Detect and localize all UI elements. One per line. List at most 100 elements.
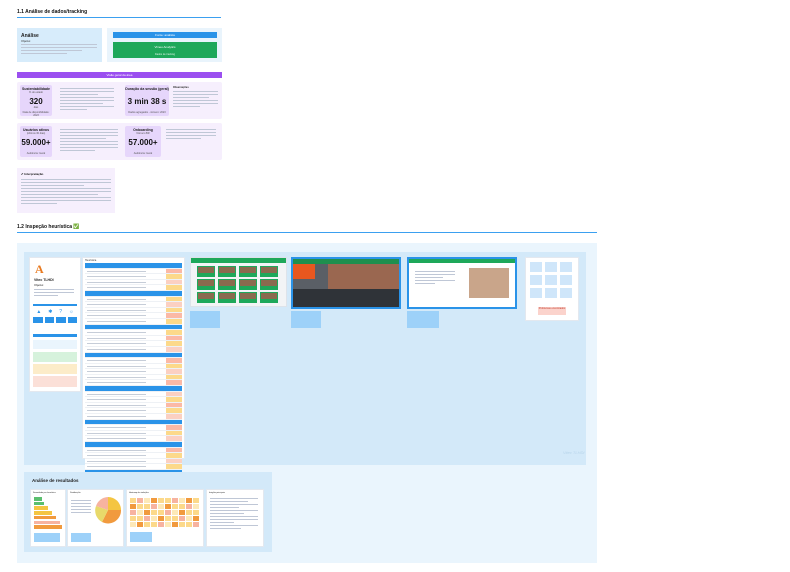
panel-title: Severidade por heurística xyxy=(33,492,56,494)
metric-title: Onboarding xyxy=(133,128,153,132)
heuristic-table: Heurística xyxy=(82,257,185,493)
section-title-heuristic: 1.2 Inspeção heurística ✅ xyxy=(17,224,80,230)
heatmap-grid xyxy=(130,498,200,528)
heatmap-cell xyxy=(186,522,192,527)
findings-note: Problemas encontrados xyxy=(538,307,566,315)
heatmap-cell xyxy=(165,516,171,521)
heatmap-cell xyxy=(165,498,171,503)
heatmap-cell xyxy=(130,522,136,527)
app-bar xyxy=(33,304,77,306)
heuristic-row xyxy=(85,363,182,370)
results-panel-severity: Severidade por heurística xyxy=(30,489,66,547)
product-tile xyxy=(218,266,236,277)
heatmap-cell xyxy=(144,498,150,503)
heuristic-row xyxy=(85,374,182,381)
panel-note xyxy=(71,533,91,542)
results-panel-insights: Insights principais xyxy=(206,489,264,547)
heuristic-row xyxy=(85,402,182,409)
interpretation-card: ✔ Interpretação xyxy=(17,168,115,213)
heatmap-cell xyxy=(137,516,143,521)
heatmap-cell xyxy=(158,516,164,521)
product-tile xyxy=(260,292,278,303)
heatmap-cell xyxy=(144,510,150,515)
app-note-yellow xyxy=(33,364,77,374)
app-note-blue xyxy=(33,340,77,349)
heatmap-cell xyxy=(193,504,199,509)
heuristic-row xyxy=(85,318,182,325)
board-watermark: Vitec TLHDI xyxy=(563,450,585,455)
thumb-header xyxy=(191,258,286,263)
product-tile xyxy=(260,266,278,277)
heuristic-rows xyxy=(85,263,182,493)
finding-tile xyxy=(545,262,557,272)
finding-tile xyxy=(530,262,542,272)
tree-icon: ▲ xyxy=(36,309,42,315)
heuristic-row xyxy=(85,279,182,286)
heatmap-cell xyxy=(172,510,178,515)
severity-bar xyxy=(34,520,60,524)
metric-desc-4 xyxy=(166,129,216,141)
heuristic-row xyxy=(85,274,182,280)
source-green-button[interactable]: Vimeo Analytics Dados de tracking xyxy=(113,42,217,58)
heatmap-cell xyxy=(179,510,185,515)
metric-value: 59.000+ xyxy=(21,138,51,147)
heuristic-row xyxy=(85,447,182,454)
heatmap-cell xyxy=(151,516,157,521)
heuristic-row xyxy=(85,341,182,347)
heuristic-row xyxy=(85,335,182,342)
severity-bar xyxy=(34,501,44,506)
product-tile xyxy=(197,292,215,303)
analysis-card: Análise Objetivo: xyxy=(17,28,102,62)
app-bar-2 xyxy=(33,334,77,337)
panel-title: Distribuição xyxy=(70,492,81,494)
heatmap-cell xyxy=(137,510,143,515)
source-blue-button[interactable]: Fonte: analista xyxy=(113,32,217,38)
heuristic-group-header xyxy=(85,290,182,297)
help-icon: ? xyxy=(59,309,63,315)
heuristic-row xyxy=(85,408,182,415)
heuristic-row xyxy=(85,313,182,319)
app-logo-icon: A xyxy=(35,262,44,276)
screen-thumbnail-detail[interactable] xyxy=(407,257,517,309)
product-grid xyxy=(197,266,280,304)
heatmap-cell xyxy=(144,516,150,521)
panel-title: Insights principais xyxy=(209,492,225,494)
heatmap-cell xyxy=(137,504,143,509)
heuristic-row xyxy=(85,464,182,470)
heuristic-row xyxy=(85,458,182,465)
metric-sub: Número BR xyxy=(136,132,150,135)
heatmap-cell xyxy=(144,504,150,509)
heuristic-row xyxy=(85,430,182,437)
heuristic-group-header xyxy=(85,442,182,448)
heuristic-row xyxy=(85,330,182,336)
heatmap-cell xyxy=(151,510,157,515)
heuristic-row xyxy=(85,307,182,314)
panel-title: Heatmap de violações xyxy=(129,492,149,494)
heatmap-cell xyxy=(172,522,178,527)
metric-sub: % do estado xyxy=(29,91,43,94)
heatmap-cell xyxy=(158,504,164,509)
finding-tile xyxy=(530,288,542,298)
heatmap-cell xyxy=(144,522,150,527)
heuristic-row xyxy=(85,285,182,291)
findings-grid xyxy=(530,262,574,300)
heatmap-cell xyxy=(172,498,178,503)
severity-bar xyxy=(34,506,48,510)
heatmap-cell xyxy=(193,516,199,521)
hero-accent xyxy=(293,264,315,279)
metric-value: 57.000+ xyxy=(128,138,158,147)
product-tile xyxy=(260,279,278,290)
screen-thumbnail-hero[interactable] xyxy=(291,257,401,309)
severity-bars xyxy=(34,497,62,530)
section-divider xyxy=(17,232,597,233)
heatmap-cell xyxy=(165,522,171,527)
heuristic-row xyxy=(85,302,182,308)
observations-label: Observações xyxy=(173,86,189,89)
heuristic-row xyxy=(85,268,182,275)
heatmap-cell xyxy=(186,510,192,515)
metric-desc-1 xyxy=(60,88,114,112)
heuristic-row xyxy=(85,358,182,364)
analysis-subtitle: Objetivo: xyxy=(21,40,31,43)
screen-thumbnail-products[interactable] xyxy=(190,257,287,307)
panel-note xyxy=(34,533,60,542)
